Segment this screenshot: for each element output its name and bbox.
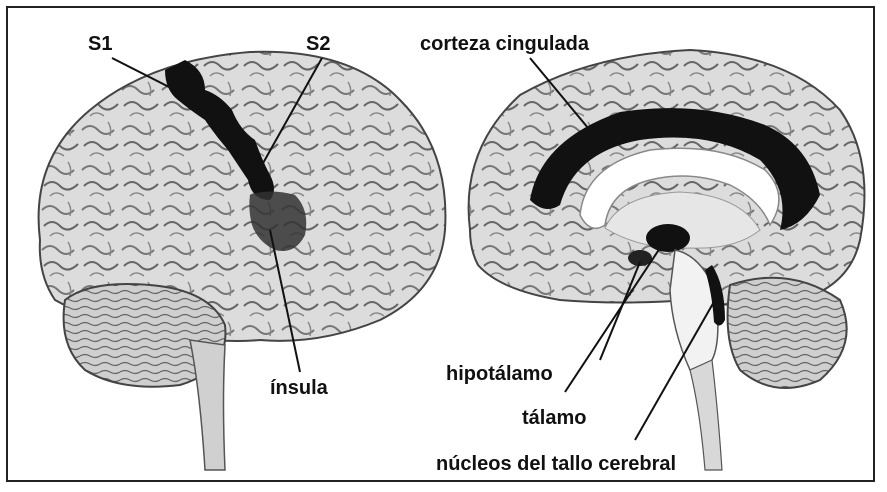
hypothalamus-label: hipotálamo <box>446 364 553 384</box>
s1-label: S1 <box>88 34 112 54</box>
medial-cerebellum <box>728 278 847 388</box>
s2-label: S2 <box>306 34 330 54</box>
nucleos-label: núcleos del tallo cerebral <box>436 454 676 474</box>
thalamus-label: tálamo <box>522 408 586 428</box>
insula-label: ínsula <box>270 378 328 398</box>
medial-brainstem-lower <box>690 360 722 470</box>
thalamus-region <box>646 224 690 252</box>
lateral-brainstem <box>190 340 225 470</box>
cingulate-label: corteza cingulada <box>420 34 589 54</box>
lateral-brain-view <box>39 52 446 470</box>
